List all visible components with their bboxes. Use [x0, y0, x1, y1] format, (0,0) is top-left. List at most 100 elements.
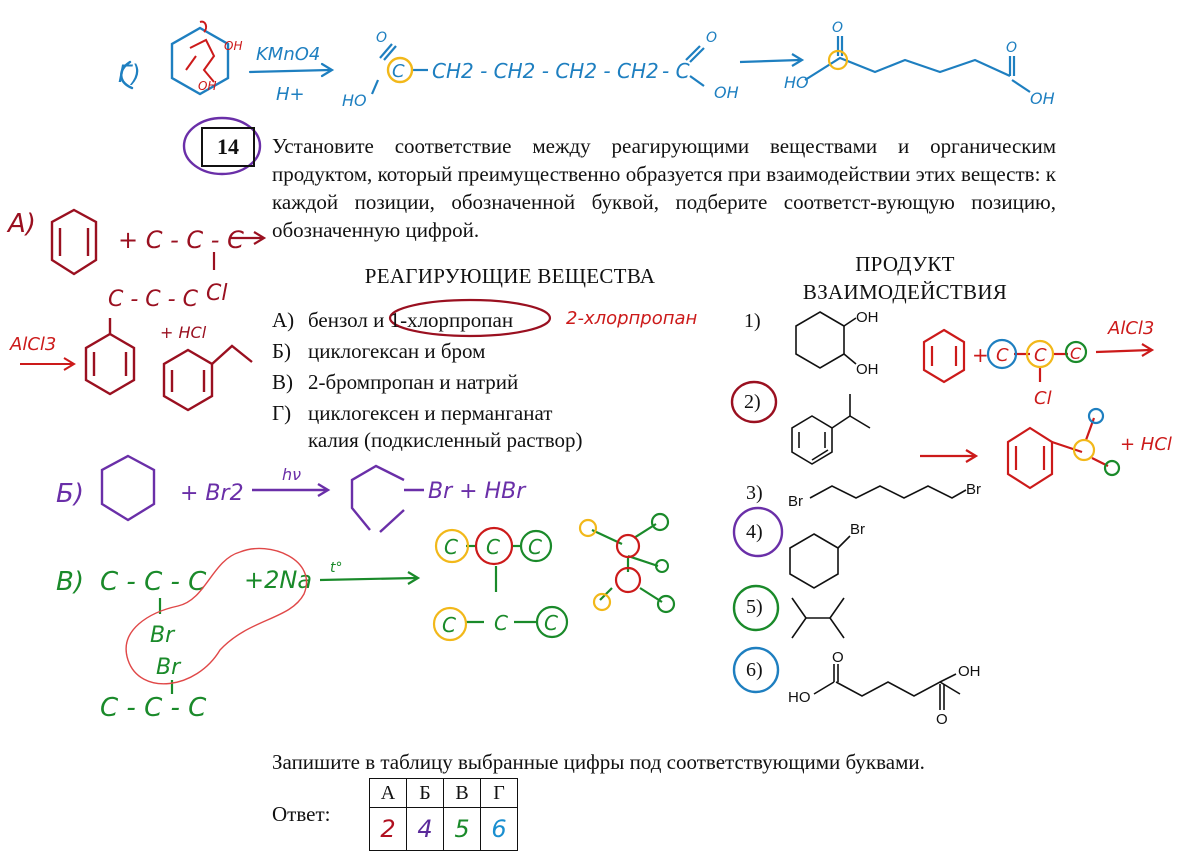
svg-text:C - C - C: C - C - C — [100, 567, 207, 597]
svg-text:C: C — [528, 535, 542, 559]
a-note: 2-хлорпропан — [566, 308, 698, 329]
svg-text:- C: - C — [662, 59, 690, 83]
answer-value-b[interactable]: 4 — [406, 807, 444, 851]
svg-text:HO: HO — [342, 91, 367, 110]
svg-text:C: C — [544, 611, 558, 635]
v-mechanism — [466, 523, 663, 624]
product-4-bromocyclohexane: Br — [789, 521, 865, 589]
svg-text:C: C — [494, 611, 508, 635]
products-header-line2: ВЗАИМОДЕЙСТВИЯ — [802, 280, 1008, 304]
svg-text:Br + HBr: Br + HBr — [428, 479, 527, 504]
v-red-loop — [125, 547, 307, 685]
svg-text:+ Br2: + Br2 — [180, 481, 244, 506]
product-1-number: 1) — [744, 310, 761, 332]
svg-text:Cl: Cl — [206, 281, 227, 306]
g-letter: Г) — [118, 60, 141, 88]
answer-label: Ответ: — [272, 802, 331, 826]
svg-text:Br: Br — [150, 623, 176, 648]
b-letter: Б) — [56, 479, 84, 509]
answer-letter-v: В — [443, 778, 481, 808]
svg-text:t°: t° — [330, 560, 343, 576]
svg-text:O: O — [832, 20, 843, 36]
svg-text:HO: HO — [788, 689, 811, 706]
svg-text:C: C — [996, 345, 1009, 366]
a-benzene — [50, 208, 98, 276]
svg-text:C: C — [444, 535, 458, 559]
b-cyclohexane — [100, 454, 424, 533]
reactant-v: В)2-бромпропан и натрий — [272, 370, 519, 394]
reactants-header: РЕАГИРУЮЩИЕ ВЕЩЕСТВА — [364, 264, 656, 288]
product-5-dimethylbutane — [791, 597, 845, 639]
answer-value-a[interactable]: 2 — [369, 807, 407, 851]
task-text: Установите соответствие между реагирующи… — [272, 134, 1056, 242]
svg-text:OH: OH — [198, 79, 216, 93]
svg-text:AlCl3: AlCl3 — [9, 334, 56, 355]
svg-text:O: O — [936, 711, 948, 728]
g-reaction-arrow — [248, 62, 335, 78]
svg-text:OH: OH — [856, 361, 879, 378]
product-3-number: 3) — [746, 482, 763, 504]
product-2-cumene — [791, 394, 871, 465]
answer-letter-a: А — [369, 778, 407, 808]
svg-text:OH: OH — [958, 663, 981, 680]
svg-text:Br: Br — [850, 521, 865, 538]
g-carbon-highlight — [386, 56, 414, 84]
svg-text:OH: OH — [1030, 89, 1055, 108]
svg-text:OH: OH — [856, 309, 879, 326]
svg-text:O: O — [376, 30, 387, 46]
task-number: 14 — [201, 127, 255, 167]
g-reagent-h: H+ — [276, 84, 305, 105]
svg-text:C: C — [486, 535, 500, 559]
reactant-g-cont: калия (подкисленный раствор) — [308, 428, 583, 452]
answer-letter-g: Г — [480, 778, 518, 808]
svg-text:+ C - C - C: + C - C - C — [118, 226, 244, 254]
reactant-b: Б)циклогексан и бром — [272, 339, 486, 363]
instruction-footer: Запишите в таблицу выбранные цифры под с… — [272, 750, 925, 774]
svg-text:O: O — [832, 652, 844, 666]
product-3-dibromohexane: Br Br — [788, 481, 981, 510]
g-reagent-kmno4: KMnO4 — [256, 44, 320, 65]
g-ring-marks: OH OH — [185, 20, 242, 93]
g-carbon-c: C — [392, 61, 405, 82]
svg-text:+: + — [972, 343, 989, 367]
svg-text:C: C — [1070, 344, 1082, 363]
a-letter: А) — [6, 209, 36, 239]
v-letter: В) — [56, 567, 84, 597]
a-right-scheme — [922, 328, 1155, 384]
product-6-adipic-acid: O OH HO O — [788, 652, 981, 728]
product-1-cyclohexanediol: OH OH — [795, 309, 879, 378]
svg-text:HO: HO — [784, 73, 809, 92]
svg-text:OH: OH — [224, 39, 242, 53]
product-5-number: 5) — [746, 596, 763, 618]
g-chain-text: CH2 - CH2 - CH2 - CH2 — [432, 59, 659, 83]
g-reaction-scheme: Г) — [118, 26, 230, 96]
reactant-g: Г)циклогексен и перманганат — [272, 401, 553, 425]
svg-text:hν: hν — [282, 465, 301, 484]
svg-text:Br: Br — [156, 655, 182, 680]
svg-text:AlCl3: AlCl3 — [1107, 318, 1154, 339]
product-6-number: 6) — [746, 659, 763, 681]
product-4-number: 4) — [746, 521, 763, 543]
svg-text:Br: Br — [788, 493, 803, 510]
answer-letter-b: Б — [406, 778, 444, 808]
reactant-a: А)бензол и 1-хлорпропан — [272, 308, 514, 332]
product-2-number: 2) — [744, 391, 761, 413]
svg-text:C - C - C: C - C - C — [108, 287, 199, 312]
svg-text:Br: Br — [966, 481, 981, 498]
svg-text:C: C — [1034, 345, 1047, 366]
svg-text:C - C - C: C - C - C — [100, 693, 207, 723]
svg-text:+ HCl: + HCl — [160, 323, 207, 342]
svg-text:+2Na: +2Na — [244, 566, 312, 594]
g-product-bonds — [370, 43, 705, 95]
a-propylbenzene — [84, 318, 253, 412]
svg-text:O: O — [706, 30, 717, 46]
answer-value-g[interactable]: 6 — [480, 807, 518, 851]
svg-text:C: C — [442, 613, 456, 637]
svg-text:O: O — [1006, 40, 1017, 56]
answer-table: А Б В Г 2 4 5 6 — [369, 778, 518, 851]
svg-text:OH: OH — [714, 83, 739, 102]
products-header-line1: ПРОДУКТ — [855, 252, 955, 276]
svg-text:+ HCl: + HCl — [1120, 434, 1172, 455]
answer-value-v[interactable]: 5 — [443, 807, 481, 851]
